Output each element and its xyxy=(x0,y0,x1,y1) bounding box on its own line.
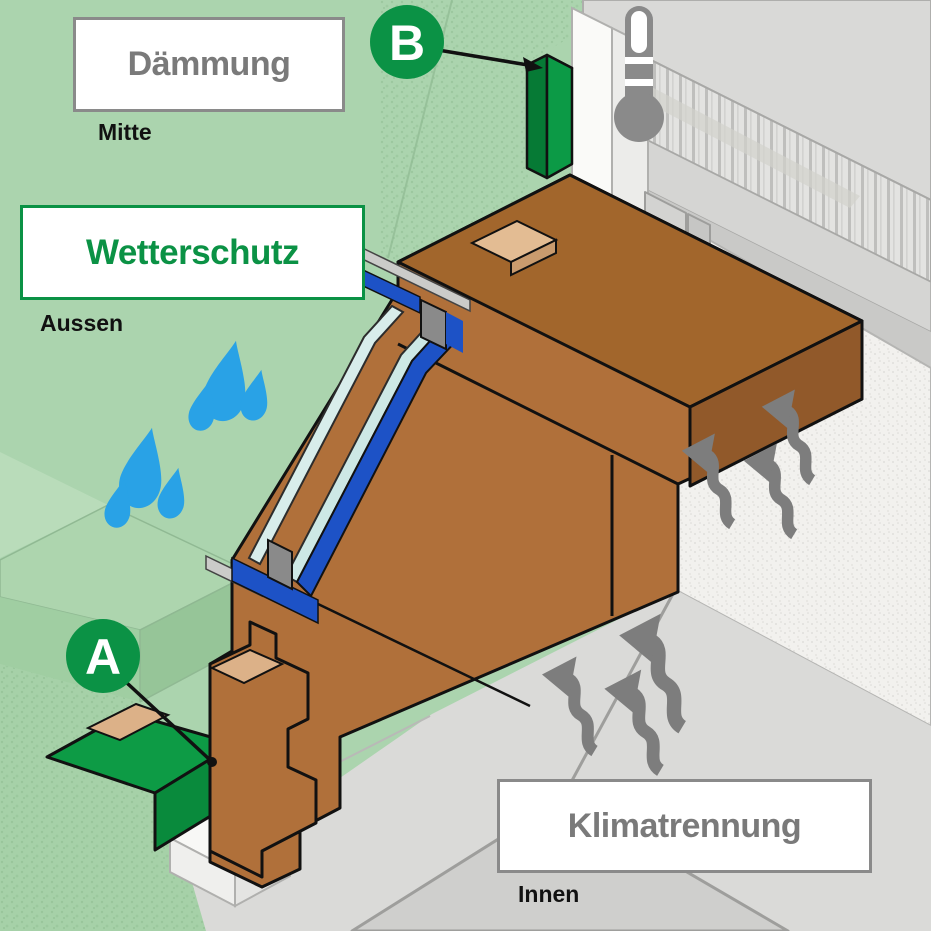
label-daemmung: Dämmung xyxy=(73,17,345,112)
zone-aussen: Aussen xyxy=(40,310,124,336)
sill-profile xyxy=(208,620,318,879)
marker-b-badge xyxy=(370,5,444,79)
spacer-bottom xyxy=(267,538,293,591)
label-klimatrennung: Klimatrennung xyxy=(497,779,872,873)
label-wetterschutz: Wetterschutz xyxy=(20,205,365,300)
spacer-top xyxy=(420,298,447,351)
window-frame xyxy=(85,173,864,889)
marker-a-letter: A xyxy=(85,629,121,685)
sealing-tape-b xyxy=(525,53,574,180)
thermometer-icon xyxy=(614,6,664,142)
label-daemmung-text: Dämmung xyxy=(127,45,291,83)
marker-a-badge xyxy=(66,619,140,693)
glass-pane-outer xyxy=(247,304,405,566)
label-klimatrennung-text: Klimatrennung xyxy=(567,806,802,845)
label-wetterschutz-text: Wetterschutz xyxy=(85,232,300,272)
zone-innen: Innen xyxy=(518,881,580,907)
markers: B A xyxy=(66,5,543,767)
zone-mitte: Mitte xyxy=(98,119,152,145)
glazing-unit xyxy=(205,241,471,625)
marker-b-letter: B xyxy=(389,15,425,71)
